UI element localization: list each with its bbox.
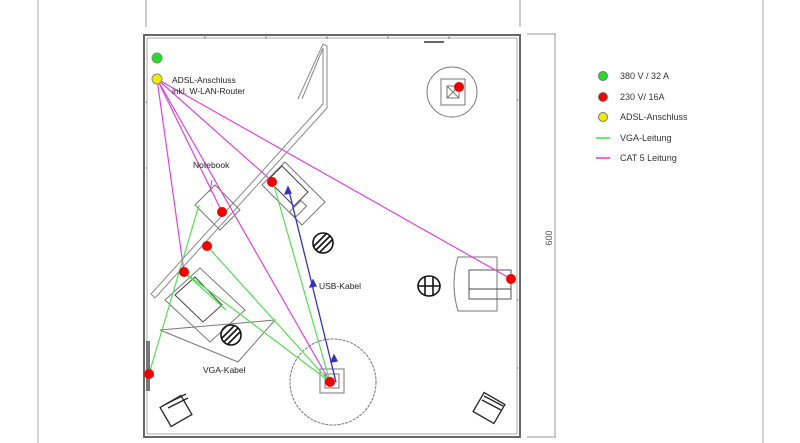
door-left (146, 341, 150, 391)
legend-label: 230 V/ 16A (620, 91, 665, 102)
usb-cable (283, 185, 338, 383)
outlet-230v (217, 207, 227, 217)
outlet-380v (151, 52, 163, 64)
armchair-icon (472, 391, 506, 425)
notebook-label: Notebook (193, 160, 230, 170)
armchair-icon (159, 393, 193, 428)
legend-item-380v: 380 V / 32 A (596, 66, 688, 87)
chair-icon (312, 232, 334, 254)
notebook-desk (194, 179, 241, 231)
adsl-label-line1: ADSL-Anschluss (172, 75, 236, 85)
vga-cables (148, 181, 331, 383)
adsl-label-line2: inkl. W-LAN-Router (172, 86, 245, 96)
legend-item-cat5: CAT 5 Leitung (596, 148, 688, 169)
legend-label: CAT 5 Leitung (620, 153, 677, 164)
partition-wall (150, 43, 328, 299)
outlet-230v (144, 369, 154, 379)
outlet-230v (267, 177, 277, 187)
green-line-icon (596, 136, 610, 139)
chair-icon (220, 324, 242, 346)
chair-icon (417, 275, 441, 297)
round-table (289, 338, 377, 426)
legend-item-adsl: ADSL-Anschluss (596, 107, 688, 128)
dimension-line (527, 33, 556, 438)
yellow-dot-icon (598, 112, 608, 123)
outlet-230v (454, 82, 464, 92)
legend-label: ADSL-Anschluss (620, 112, 688, 123)
outlet-230v (202, 241, 212, 251)
legend-label: VGA-Leitung (620, 132, 672, 143)
legend-item-230v: 230 V/ 16A (596, 87, 688, 108)
legend-label: 380 V / 32 A (620, 71, 670, 82)
room-walls (143, 34, 521, 438)
round-pedestal (426, 66, 478, 118)
green-dot-icon (598, 71, 608, 82)
adsl-outlet (151, 73, 163, 85)
outlet-230v (325, 377, 335, 387)
workstation-upper (261, 161, 326, 226)
workstation-lower (159, 267, 277, 363)
dimension-label: 600 (544, 230, 554, 245)
cat5-cables (156, 78, 512, 383)
legend: 380 V / 32 A 230 V/ 16A ADSL-Anschluss V… (596, 66, 688, 169)
red-dot-icon (598, 91, 608, 102)
outlet-230v (179, 267, 189, 277)
outlet-230v (506, 274, 516, 284)
legend-item-vga: VGA-Leitung (596, 128, 688, 149)
desk-right (453, 256, 512, 312)
vga-cable-label: VGA-Kabel (203, 365, 246, 375)
magenta-line-icon (596, 157, 610, 160)
usb-cable-label: USB-Kabel (319, 281, 361, 291)
